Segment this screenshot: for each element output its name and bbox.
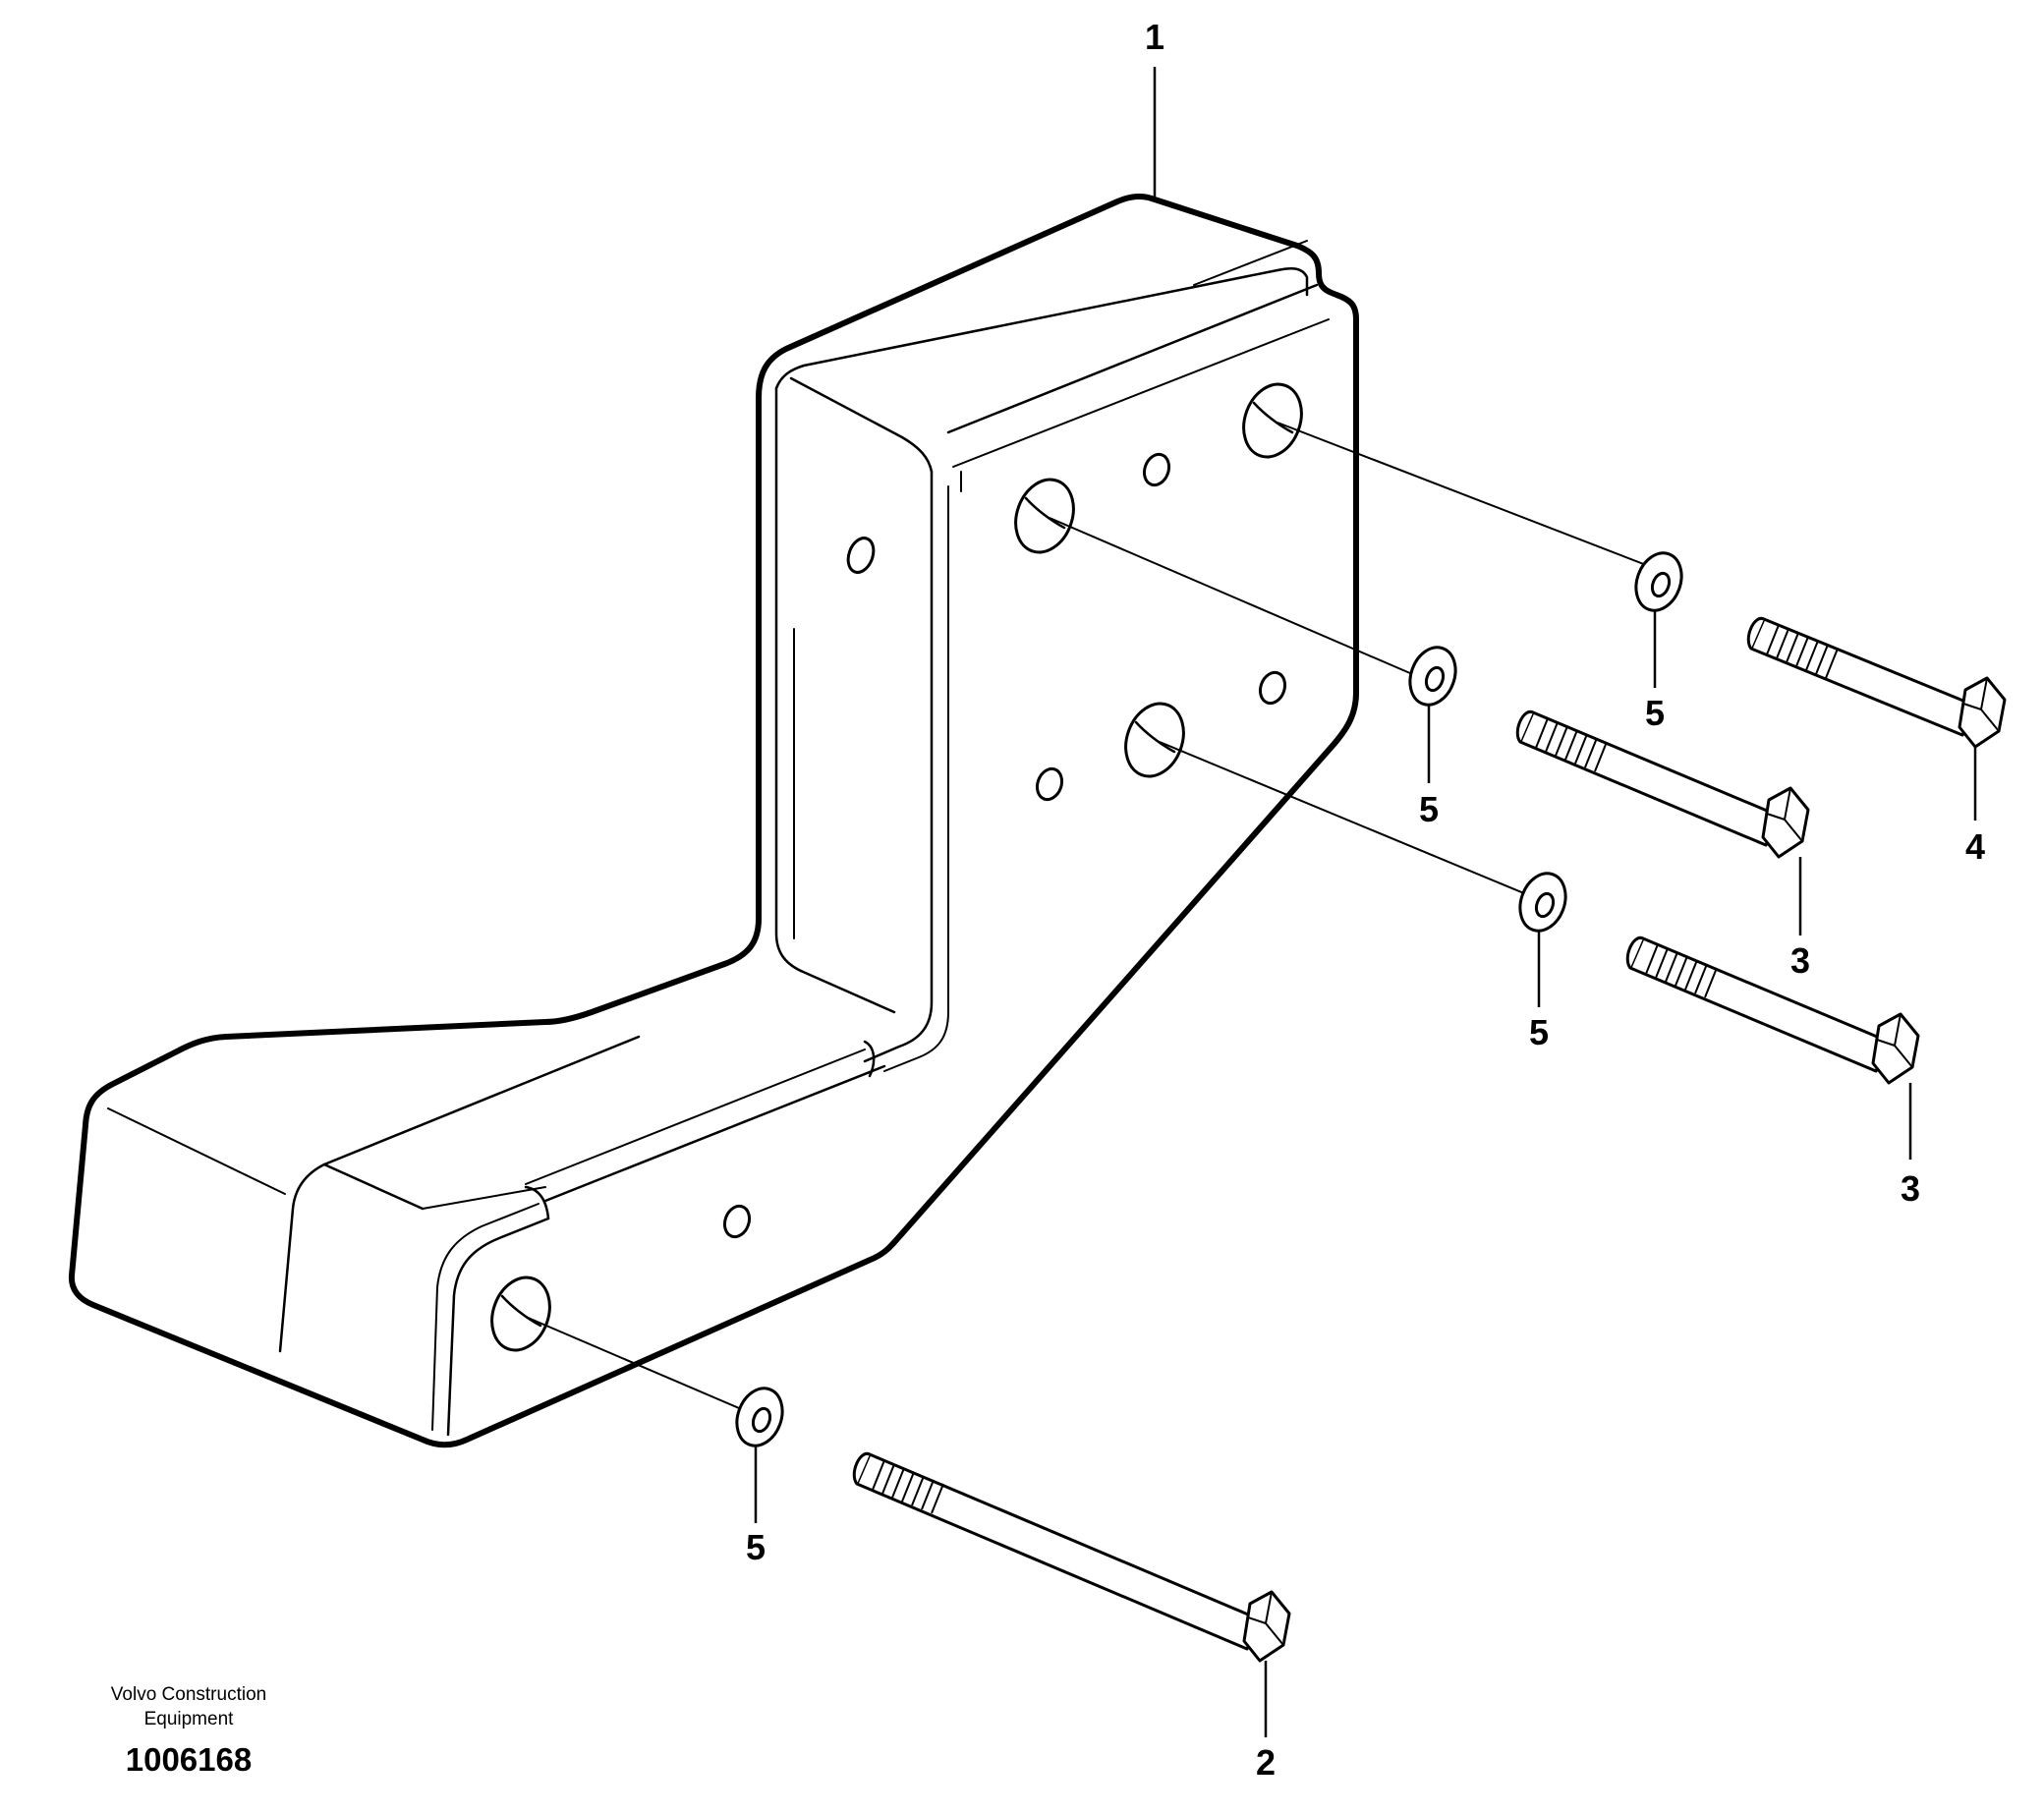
base-groove-notch: [863, 1040, 876, 1078]
base-lower-edge2: [431, 1203, 539, 1431]
callouts: 1 5 5 5 5 4 3 3 2: [746, 17, 1985, 1783]
top-face-edge: [774, 267, 1309, 390]
callout-2: 2: [1256, 1742, 1276, 1783]
washer-mid: [1408, 646, 1457, 707]
upright-left-edge: [774, 386, 803, 973]
top-face-inner: [789, 376, 904, 439]
base-top-back: [322, 1035, 641, 1166]
base-groove-2: [525, 1049, 866, 1185]
top-face-front-edge: [946, 283, 1319, 434]
company-line-2: Equipment: [144, 1709, 235, 1729]
callout-3-mid: 3: [1790, 940, 1810, 981]
base-groove-1: [543, 1064, 886, 1203]
washers: [735, 551, 1683, 1447]
upright-corner-edge: [863, 470, 934, 1063]
base-end-corner: [278, 1162, 326, 1353]
top-face-crease: [900, 435, 934, 474]
base-lower-edge: [446, 1217, 550, 1437]
washer-top: [1634, 551, 1683, 612]
counterweight-bracket: [68, 193, 1359, 1448]
washer-lower: [1518, 872, 1567, 933]
callout-5-bottom: 5: [746, 1527, 766, 1567]
callout-5-mid: 5: [1419, 789, 1439, 829]
callout-3-lower: 3: [1901, 1168, 1920, 1209]
callout-4: 4: [1965, 826, 1985, 867]
small-holes: [722, 452, 1287, 1239]
upright-corner-edge2: [883, 485, 949, 1072]
callout-5-lower: 5: [1529, 1012, 1549, 1052]
bolts: [852, 616, 2007, 1663]
callout-5-top: 5: [1645, 693, 1665, 733]
washer-bottom: [735, 1387, 784, 1447]
top-face-back-edge: [1193, 240, 1308, 286]
base-front-corner: [322, 1162, 425, 1211]
bolt-long: [852, 1451, 1291, 1663]
base-diag: [422, 1186, 546, 1210]
bolt-top: [1746, 616, 2007, 749]
axis-lines: [525, 422, 1660, 1421]
document-number: 1006168: [126, 1741, 252, 1778]
company-line-1: Volvo Construction: [111, 1684, 266, 1705]
bolt-lower: [1625, 935, 1920, 1085]
leader-lines: [754, 67, 1977, 1737]
base-end-top: [107, 1107, 286, 1195]
base-top-edge: [799, 969, 896, 1014]
plate-top-edge: [952, 318, 1330, 468]
bolt-mid: [1515, 709, 1810, 859]
callout-1: 1: [1145, 17, 1164, 57]
footer: Volvo Construction Equipment 1006168: [111, 1684, 266, 1778]
bolt-holes: [490, 382, 1303, 1352]
base-groove-notch2: [524, 1185, 550, 1220]
